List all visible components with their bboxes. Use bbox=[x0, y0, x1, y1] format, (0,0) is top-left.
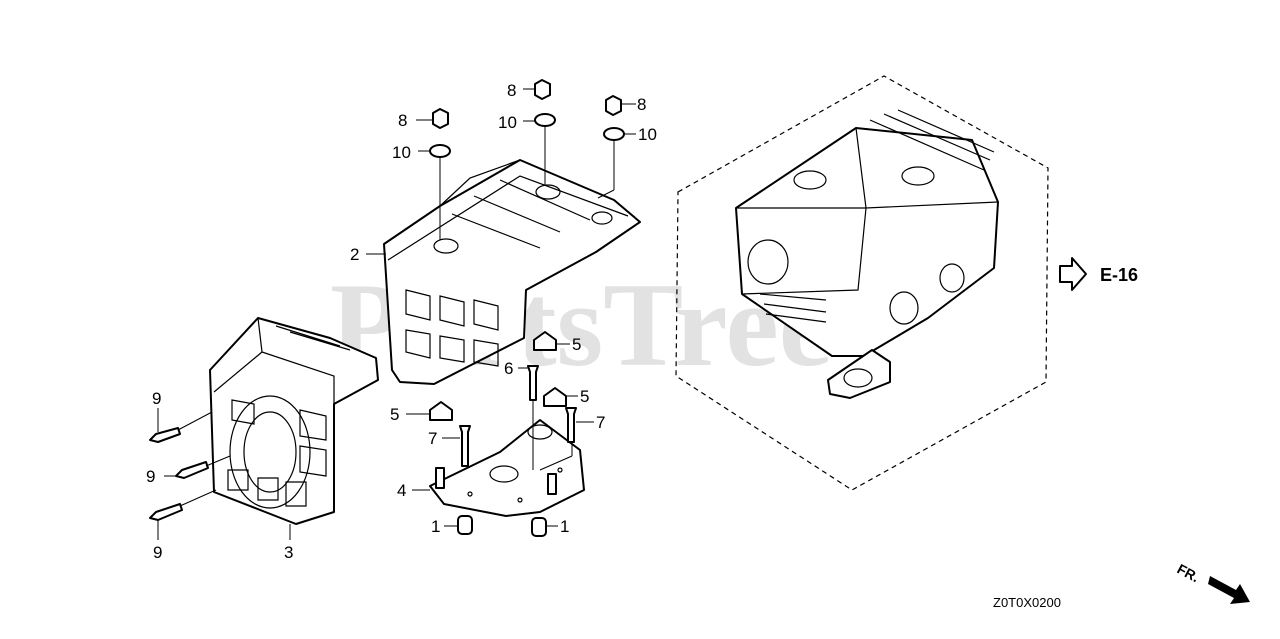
callout-8-right: 8 bbox=[637, 95, 646, 114]
callout-10-left: 10 bbox=[392, 143, 411, 162]
collar-hardware[interactable] bbox=[457, 515, 547, 537]
callout-10-center: 10 bbox=[498, 113, 517, 132]
reference-arrow-icon bbox=[1059, 257, 1087, 291]
front-direction-indicator: FR. bbox=[1175, 561, 1250, 604]
reference-e16[interactable]: E-16 bbox=[1059, 257, 1138, 291]
washer-hardware[interactable] bbox=[429, 113, 625, 158]
callout-6: 6 bbox=[504, 359, 513, 378]
callout-7-left: 7 bbox=[428, 429, 437, 448]
front-label: FR. bbox=[1175, 561, 1202, 586]
grommet-hardware[interactable] bbox=[429, 331, 567, 421]
callout-5-right: 5 bbox=[580, 387, 589, 406]
front-frame-part[interactable] bbox=[209, 317, 379, 525]
leader-lines bbox=[157, 88, 636, 540]
callout-10-right: 10 bbox=[638, 125, 657, 144]
callout-9-top: 9 bbox=[152, 389, 161, 408]
bolt-hardware[interactable] bbox=[149, 365, 577, 521]
callout-2: 2 bbox=[350, 245, 359, 264]
callout-1-right: 1 bbox=[560, 517, 569, 536]
callout-3: 3 bbox=[284, 543, 293, 562]
callout-8-center: 8 bbox=[507, 81, 516, 100]
nut-hardware[interactable] bbox=[432, 79, 622, 129]
callout-5-top: 5 bbox=[572, 335, 581, 354]
diagram-code: Z0T0X0200 bbox=[993, 595, 1061, 610]
muffler-reference-part[interactable] bbox=[675, 75, 1049, 491]
reference-label: E-16 bbox=[1100, 265, 1138, 285]
upper-bracket-part[interactable] bbox=[383, 159, 641, 385]
callout-4: 4 bbox=[397, 481, 406, 500]
lower-plate-part[interactable] bbox=[429, 419, 585, 517]
callout-8-left: 8 bbox=[398, 111, 407, 130]
front-arrow-icon bbox=[1208, 576, 1250, 604]
callout-7-right: 7 bbox=[596, 413, 605, 432]
callout-1-left: 1 bbox=[431, 517, 440, 536]
callout-9-middle: 9 bbox=[146, 467, 155, 486]
callout-5-left: 5 bbox=[390, 405, 399, 424]
callout-9-bottom: 9 bbox=[153, 543, 162, 562]
